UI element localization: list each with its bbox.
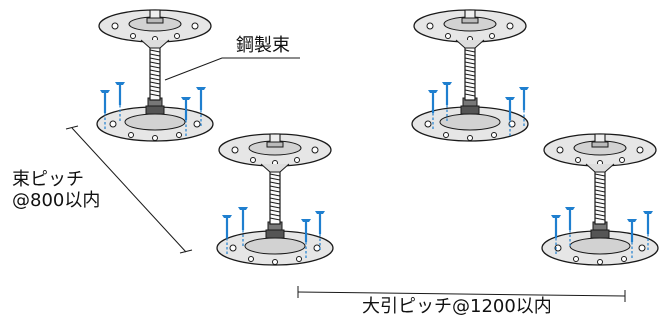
- steel-floor-post-icon: [411, 9, 529, 142]
- steel-floor-post-icon: [541, 133, 659, 266]
- beam-pitch-dimension-line: [297, 286, 626, 302]
- post-pitch-label-line1: 束ピッチ: [12, 169, 84, 190]
- material-label: 鋼製束: [236, 35, 290, 56]
- steel-floor-post-icon: [216, 133, 334, 266]
- post-pitch-label-line2: @800以内: [12, 189, 101, 211]
- steel-floor-post-icon: [96, 9, 214, 142]
- post-pitch-dimension-line: [65, 125, 193, 254]
- post-pitch-label: 束ピッチ @800以内: [12, 169, 101, 211]
- material-leader-line: [164, 57, 300, 81]
- beam-pitch-label: 大引ピッチ@1200以内: [362, 296, 552, 317]
